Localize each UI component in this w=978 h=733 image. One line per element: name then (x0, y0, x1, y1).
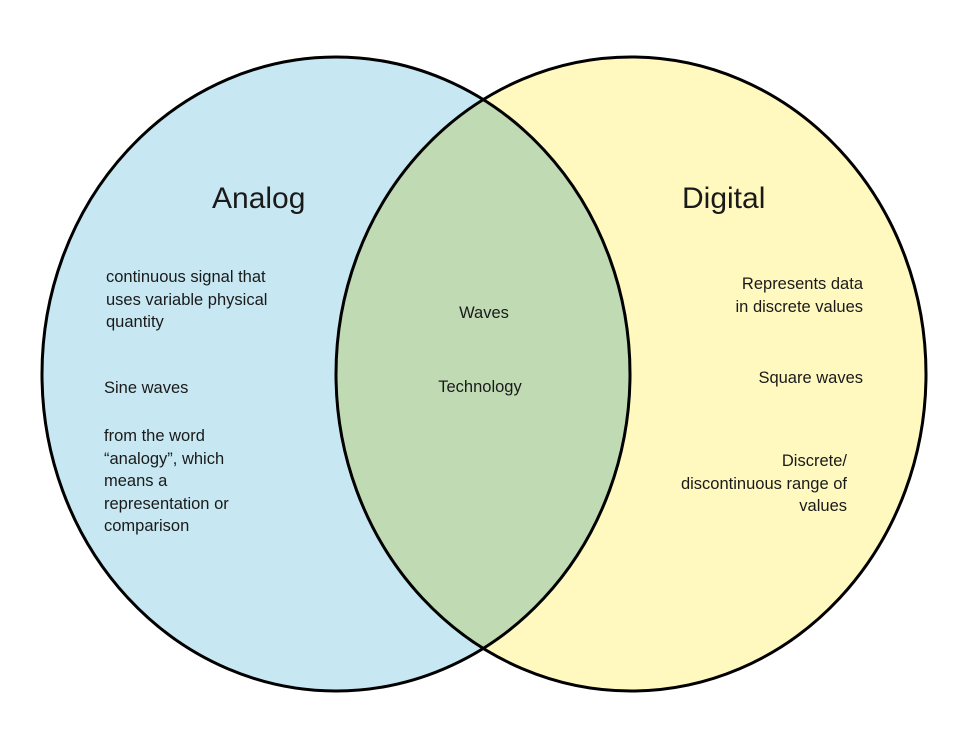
digital-circle-outline (334, 55, 928, 693)
analog-item-1: continuous signal that uses variable phy… (106, 268, 268, 331)
analog-circle-outline (40, 55, 632, 693)
overlap-region (336, 57, 630, 691)
digital-item-2: Square waves (758, 369, 863, 387)
analog-item-2: Sine waves (104, 379, 189, 397)
overlap-item-1: Waves (459, 304, 509, 322)
analog-item-3: from the word “analogy”, which means a r… (104, 427, 229, 535)
analog-title: Analog (212, 182, 306, 215)
digital-item-3: Discrete/ discontinuous range of values (680, 452, 847, 515)
overlap-item-2: Technology (438, 378, 522, 396)
digital-item-1: Represents data in discrete values (735, 275, 863, 316)
digital-title: Digital (682, 182, 766, 215)
